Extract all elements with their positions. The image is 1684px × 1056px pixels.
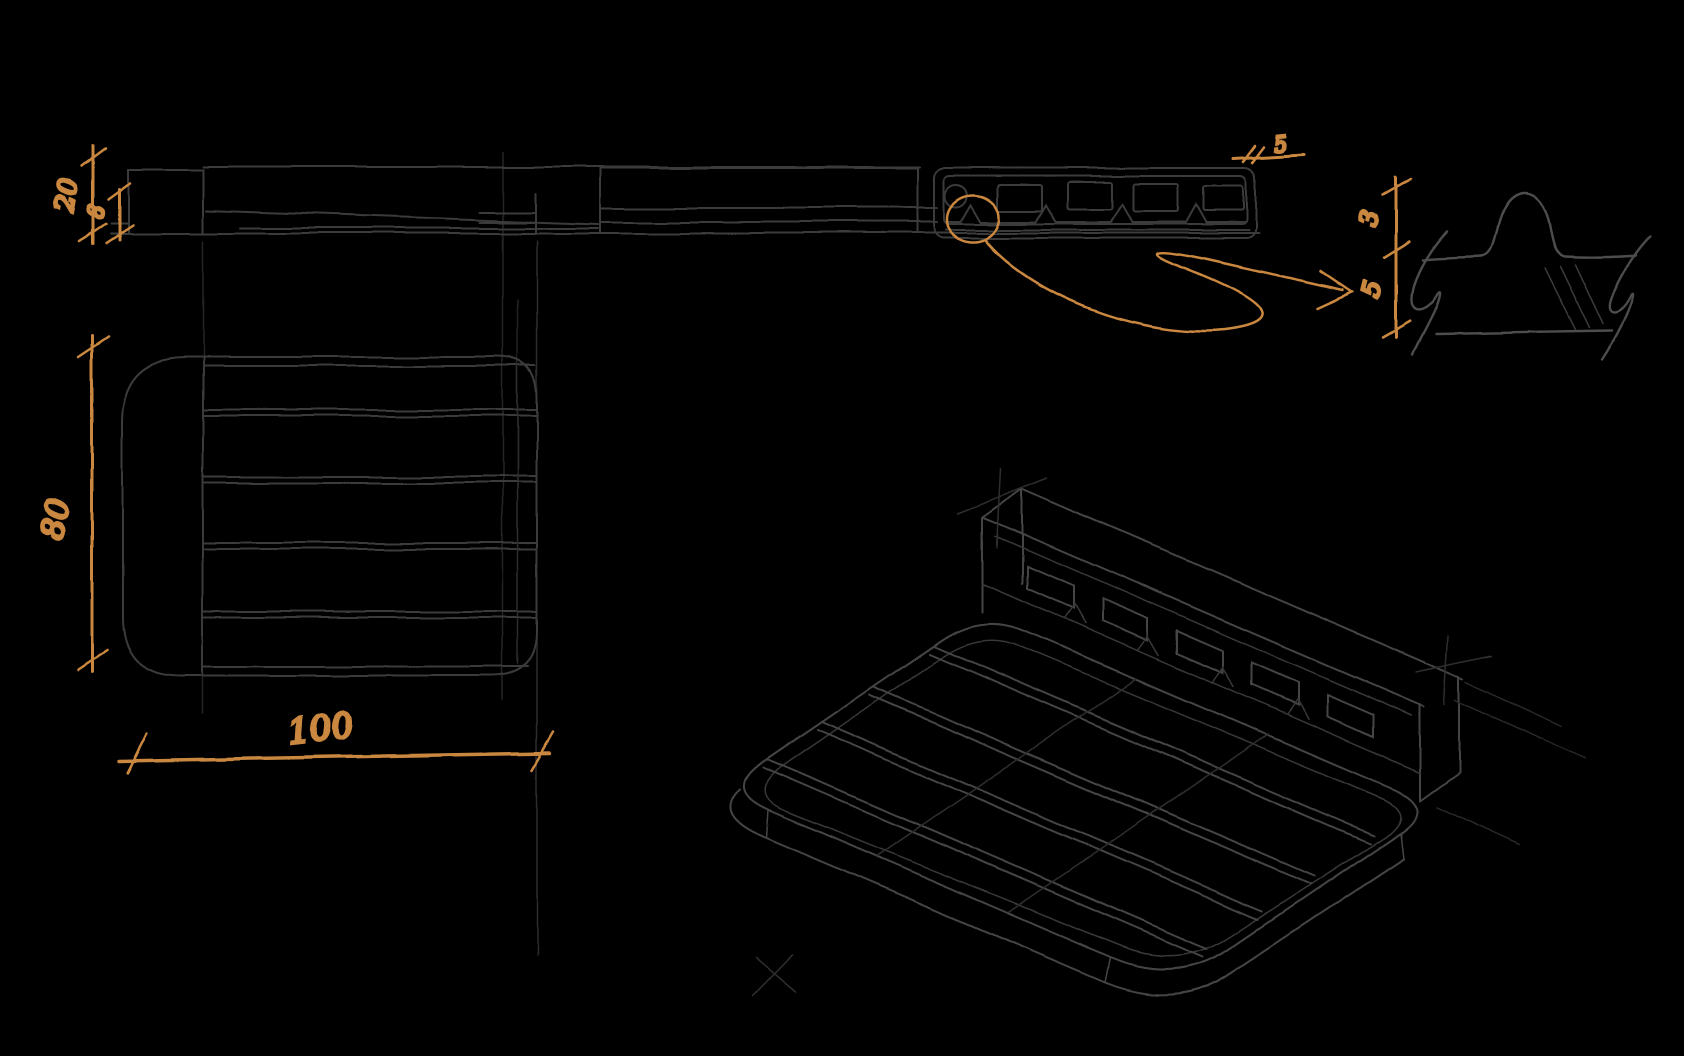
detail-callout-circle <box>945 194 1001 244</box>
dim-label-5-detail: 5 <box>1357 279 1388 301</box>
dimension-8 <box>104 181 134 245</box>
dimension-80 <box>76 334 110 674</box>
detail-leader-arrow-icon <box>1315 269 1355 310</box>
detail-leader-line <box>983 238 1345 333</box>
dim-label-5-pitch: 5 <box>1273 131 1288 156</box>
dimension-3-5-detail <box>1381 175 1413 339</box>
side-view-sketch <box>109 166 1259 239</box>
dim-label-3: 3 <box>1354 207 1385 229</box>
detail-profile-sketch <box>1409 192 1652 362</box>
top-view-sketch <box>121 356 538 677</box>
dimension-20 <box>78 144 108 246</box>
dim-label-8: 8 <box>83 203 109 220</box>
dim-label-80: 80 <box>33 496 77 543</box>
projection-lines <box>202 152 538 955</box>
dimension-5-pitch <box>1231 144 1306 165</box>
dim-label-100: 100 <box>286 705 355 753</box>
dimension-100 <box>117 730 555 775</box>
dim-label-20: 20 <box>49 177 84 216</box>
isometric-view-sketch <box>729 467 1586 997</box>
